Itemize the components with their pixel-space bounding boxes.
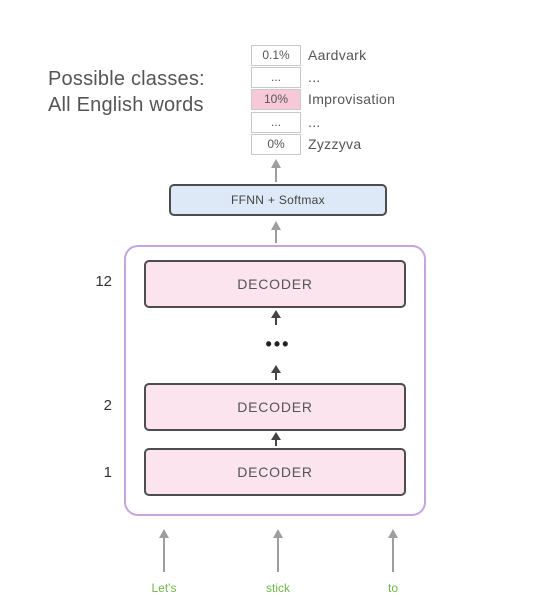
decoder-block-1: DECODER xyxy=(144,448,406,496)
prob-cell-zyzzyva: 0% xyxy=(251,134,301,155)
arrow-dots-to-decoder-12 xyxy=(271,310,281,325)
arrow-input-lets xyxy=(159,529,169,572)
possible-classes-line-1: Possible classes: xyxy=(48,68,205,90)
arrow-decoder-2-to-dots xyxy=(271,365,281,380)
prob-cell-ellipsis-2: ... xyxy=(251,112,301,133)
prob-cell-aardvark: 0.1% xyxy=(251,45,301,66)
layer-number-12: 12 xyxy=(95,273,112,290)
ffnn-softmax-box: FFNN + Softmax xyxy=(169,184,387,216)
layer-number-2: 2 xyxy=(103,397,112,414)
arrow-ffnn-to-output xyxy=(271,159,281,182)
word-ellipsis-2: ... xyxy=(308,114,321,130)
word-aardvark: Aardvark xyxy=(308,47,367,63)
input-token-to: to xyxy=(387,581,398,595)
prob-cell-improvisation: 10% xyxy=(251,89,301,110)
word-improvisation: Improvisation xyxy=(308,91,396,107)
arrow-stack-to-ffnn xyxy=(271,221,281,243)
layer-number-1: 1 xyxy=(103,464,112,481)
input-token-stick: stick xyxy=(266,581,290,595)
word-ellipsis-1: ... xyxy=(308,69,321,85)
input-token-lets: Let's xyxy=(151,581,177,595)
decoder-block-2: DECODER xyxy=(144,383,406,431)
possible-classes-title: Possible classes: All English words xyxy=(48,66,205,118)
arrow-input-to xyxy=(388,529,398,572)
arrow-input-stick xyxy=(273,529,283,572)
prob-cell-ellipsis-1: ... xyxy=(251,67,301,88)
word-zyzzyva: Zyzzyva xyxy=(308,136,362,152)
arrow-decoder-1-to-decoder-2 xyxy=(271,432,281,446)
stack-ellipsis: ••• xyxy=(265,334,291,354)
decoder-block-12: DECODER xyxy=(144,260,406,308)
possible-classes-line-2: All English words xyxy=(48,94,204,116)
